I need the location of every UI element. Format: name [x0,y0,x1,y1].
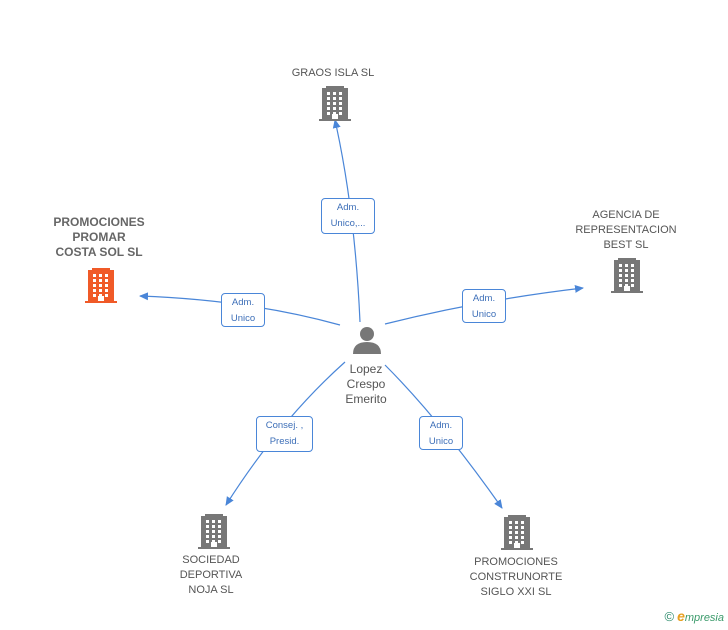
company-name-noja[interactable]: SOCIEDAD DEPORTIVA NOJA SL [156,553,266,598]
building-icon[interactable] [85,268,117,303]
brand-name: mpresia [684,612,724,624]
relation-label-construnorte[interactable]: Adm. Unico [419,416,463,450]
relation-label-line: Unico [230,313,256,324]
relation-label-line: Adm. [231,297,255,308]
person-name-line: Lopez [349,362,383,376]
company-name-line: AGENCIA DE [592,209,660,221]
company-name-line: NOJA SL [188,584,234,596]
company-name-line: PROMOCIONES [53,215,145,229]
relation-label-graos[interactable]: Adm. Unico,... [321,198,375,234]
company-name-line: SIGLO XXI SL [480,586,552,598]
relation-label-promar[interactable]: Adm. Unico [221,293,265,327]
company-name-graos[interactable]: GRAOS ISLA SL [273,66,393,81]
brand-initial: e [677,608,685,624]
relation-label-line: Unico,... [330,218,366,229]
person-name-line: Emerito [345,392,387,406]
company-name-line: BEST SL [603,239,649,251]
company-name-construnorte[interactable]: PROMOCIONES CONSTRUNORTE SIGLO XXI SL [456,555,576,600]
relation-label-line: Unico [428,436,454,447]
company-name-agencia[interactable]: AGENCIA DE REPRESENTACION BEST SL [561,208,691,253]
company-name-line: PROMOCIONES [474,556,558,568]
person-name-line: Crespo [346,377,386,391]
relation-label-noja[interactable]: Consej. , Presid. [256,416,313,452]
brand-footer: ©empresia [664,608,724,624]
relation-label-line: Adm. [472,293,496,304]
relation-label-line: Unico [471,309,497,320]
person-icon[interactable] [353,327,381,354]
relation-label-line: Adm. [336,202,360,213]
copyright-icon: © [664,609,675,624]
company-name-line: SOCIEDAD [182,554,240,566]
company-name-line: DEPORTIVA [179,569,243,581]
building-icon[interactable] [611,258,643,293]
company-name-line: REPRESENTACION [575,224,677,236]
relation-label-line: Presid. [269,436,300,447]
company-name-line: CONSTRUNORTE [469,571,563,583]
company-name-line: PROMAR [72,230,126,244]
building-icon[interactable] [319,86,351,121]
building-icon[interactable] [501,515,533,550]
relation-label-line: Adm. [429,420,453,431]
company-name-line: COSTA SOL SL [55,245,143,259]
building-icon[interactable] [198,514,230,549]
relation-label-agencia[interactable]: Adm. Unico [462,289,506,323]
company-name-line: GRAOS ISLA SL [291,67,375,79]
relation-label-line: Consej. , [265,420,304,431]
